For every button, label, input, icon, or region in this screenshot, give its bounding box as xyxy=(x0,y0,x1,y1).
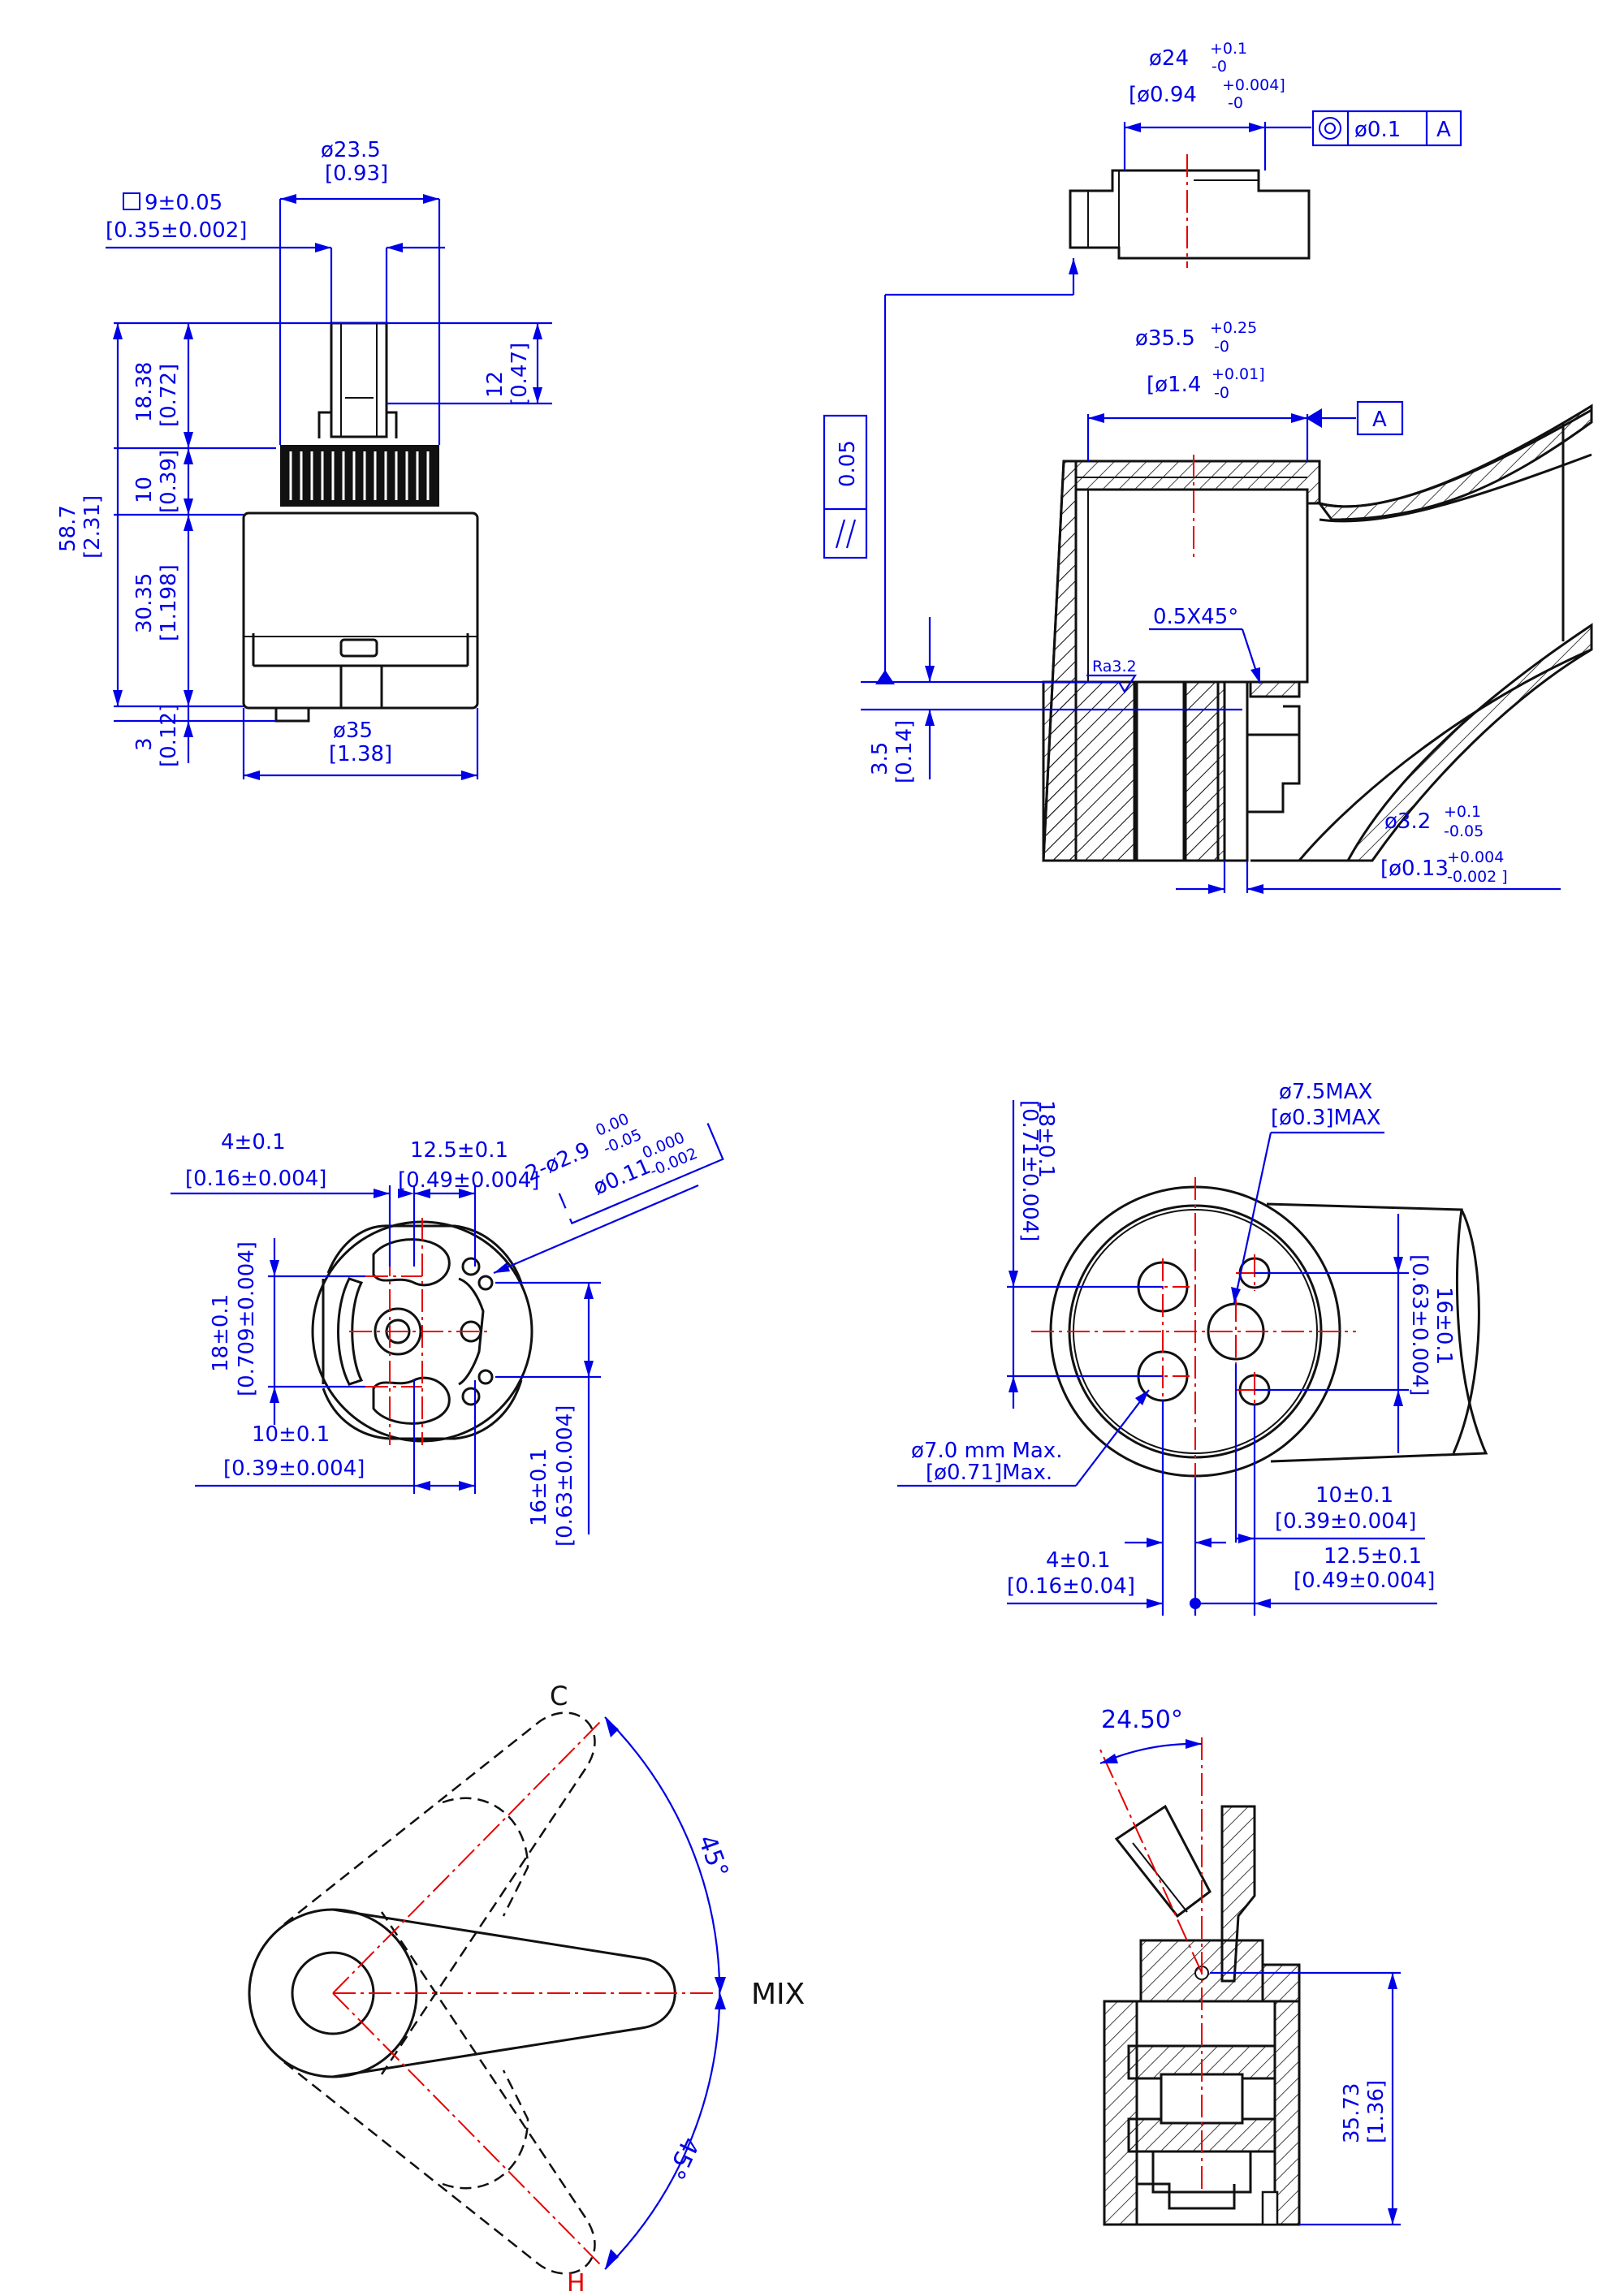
spline xyxy=(280,445,439,507)
nut-dia: ø24 xyxy=(1149,46,1189,71)
dim-4: 4±0.1 xyxy=(1046,1548,1111,1573)
square-size: 9±0.05 xyxy=(145,191,222,215)
nut-and-housing-section xyxy=(1042,154,1593,862)
angle-top: 45° xyxy=(692,1832,733,1882)
dim-4-in: [0.16±0.004] xyxy=(185,1167,326,1191)
svg-text:+0.004: +0.004 xyxy=(1447,848,1504,866)
rotation-arc xyxy=(604,1716,721,2270)
max-7-0-in: [ø0.71]Max. xyxy=(926,1461,1052,1485)
h-58-7-in: [2.31] xyxy=(80,495,105,559)
dim-12-5-in: [0.49±0.004] xyxy=(398,1168,539,1193)
tilt-section-view: 24.50° 35.73 [1.36] xyxy=(1099,1706,1401,2226)
dim-12-5: 12.5±0.1 xyxy=(1324,1544,1422,1569)
svg-text:A: A xyxy=(1372,408,1387,432)
parallelism-value: 0.05 xyxy=(836,440,860,487)
dim-10: 10±0.1 xyxy=(252,1422,330,1447)
h-3-in: [0.12] xyxy=(157,704,181,767)
h-18-38: 18.38 xyxy=(132,362,157,422)
stem xyxy=(330,322,388,438)
hole-dia-in: [ø0.13 xyxy=(1380,857,1449,881)
svg-text:+0.1: +0.1 xyxy=(1210,40,1247,58)
dim-4-in: [0.16±0.04] xyxy=(1007,1574,1135,1599)
dim-10-in: [0.39±0.004] xyxy=(1275,1509,1416,1534)
h-18-38-in: [0.72] xyxy=(157,364,181,427)
dim-16-in: [0.63±0.004] xyxy=(1407,1254,1432,1396)
svg-text:+0.1: +0.1 xyxy=(1444,803,1481,821)
dim-16: 16±0.1 xyxy=(527,1448,551,1526)
dia-23-5: ø23.5 xyxy=(321,138,381,162)
dia-35: ø35 xyxy=(333,719,373,743)
hole-dia: ø3.2 xyxy=(1384,809,1431,834)
cartridge-body xyxy=(242,511,479,710)
locating-pin-bottom xyxy=(477,1369,494,1385)
max-7-0: ø7.0 mm Max. xyxy=(911,1439,1062,1463)
h-10-in: [0.39] xyxy=(157,450,181,513)
stem-height: 12 xyxy=(483,371,508,398)
svg-text:-0: -0 xyxy=(1214,338,1229,356)
svg-text:+0.25: +0.25 xyxy=(1210,319,1257,337)
svg-text:+0.004]: +0.004] xyxy=(1222,76,1285,94)
h-58-7: 58.7 xyxy=(56,505,80,552)
svg-text:-0.05: -0.05 xyxy=(1444,822,1484,840)
concentricity-datum: A xyxy=(1436,118,1451,142)
svg-text:-0: -0 xyxy=(1212,58,1227,76)
label-hot: H xyxy=(567,2269,585,2296)
max-7-5-in: [ø0.3]MAX xyxy=(1271,1106,1381,1130)
h-30-35: 30.35 xyxy=(132,573,157,633)
body-dia-in: [ø1.4 xyxy=(1147,373,1201,397)
square-size-in: [0.35±0.002] xyxy=(106,218,247,243)
datum-a-box xyxy=(1356,400,1404,436)
dim-18-in: [0.71±0.004] xyxy=(1017,1100,1042,1241)
parallelism-frame xyxy=(823,414,868,559)
chamfer-label: 0.5X45° xyxy=(1153,605,1238,629)
h-10: 10 xyxy=(132,477,157,503)
label-mix: MIX xyxy=(751,1978,805,2011)
dims-top-left: ø23.5 [0.93] 9±0.05 [0.35±0.002] 12 [0.4… xyxy=(56,138,552,780)
label-cold: C xyxy=(550,1681,568,1711)
height-35-73: 35.73 xyxy=(1340,2083,1364,2143)
nut xyxy=(1069,169,1311,260)
concentricity-value: ø0.1 xyxy=(1354,118,1401,142)
dim-4: 4±0.1 xyxy=(221,1130,286,1154)
stem-height-in: [0.47] xyxy=(508,343,532,406)
dia-35-in: [1.38] xyxy=(329,742,392,766)
dim-16: 16±0.1 xyxy=(1432,1287,1456,1365)
dims-mid-left: 4±0.1 [0.16±0.004] 12.5±0.1 [0.49±0.004]… xyxy=(171,1110,724,1547)
cartridge-side-view xyxy=(242,322,479,723)
cold-port xyxy=(372,1376,451,1425)
tilt-angle: 24.50° xyxy=(1101,1706,1183,1734)
dim-10: 10±0.1 xyxy=(1315,1483,1393,1508)
dim-18: 18±0.1 xyxy=(209,1294,233,1372)
body-dia: ø35.5 xyxy=(1135,326,1195,351)
height-35-73-in: [1.36] xyxy=(1364,2080,1389,2143)
angle-bottom: 45° xyxy=(660,2133,704,2184)
depth: 3.5 xyxy=(868,742,892,775)
dim-16-in: [0.63±0.004] xyxy=(553,1405,577,1547)
dim-12-5-in: [0.49±0.004] xyxy=(1294,1569,1435,1593)
max-7-5: ø7.5MAX xyxy=(1279,1080,1372,1104)
h-30-35-in: [1.198] xyxy=(157,564,181,641)
svg-text:+0.01]: +0.01] xyxy=(1212,365,1265,383)
depth-in: [0.14] xyxy=(892,720,917,783)
cartridge-bottom-view xyxy=(311,1218,533,1445)
hot-port xyxy=(372,1238,451,1287)
dia-23-5-in: [0.93] xyxy=(325,162,388,186)
pin-callout: 2-ø2.9 xyxy=(522,1137,594,1186)
svg-text:-0: -0 xyxy=(1228,94,1243,112)
h-3: 3 xyxy=(132,737,157,751)
dims-mid-right: ø7.5MAX [ø0.3]MAX 18±0.1 [0.71±0.004] 16… xyxy=(897,1080,1456,1616)
svg-text:-0.002 ]: -0.002 ] xyxy=(1447,868,1508,886)
nut-dia-in: [ø0.94 xyxy=(1129,83,1197,107)
svg-text:-0: -0 xyxy=(1214,384,1229,402)
dim-18-in: [0.709±0.004] xyxy=(235,1241,259,1396)
roughness: Ra3.2 xyxy=(1092,658,1137,675)
dim-18: 18±0.1 xyxy=(1034,1100,1058,1178)
dims-top-right: ø24 +0.1 -0 [ø0.94 +0.004] -0 ø0.1 A 0.0… xyxy=(823,40,1561,894)
concentricity-frame xyxy=(1311,110,1462,147)
dim-10-in: [0.39±0.004] xyxy=(223,1457,365,1481)
locating-pin-top xyxy=(477,1275,494,1291)
dim-12-5: 12.5±0.1 xyxy=(410,1138,508,1163)
handle-rotation-view: C H MIX 45° 45° xyxy=(248,1681,805,2296)
